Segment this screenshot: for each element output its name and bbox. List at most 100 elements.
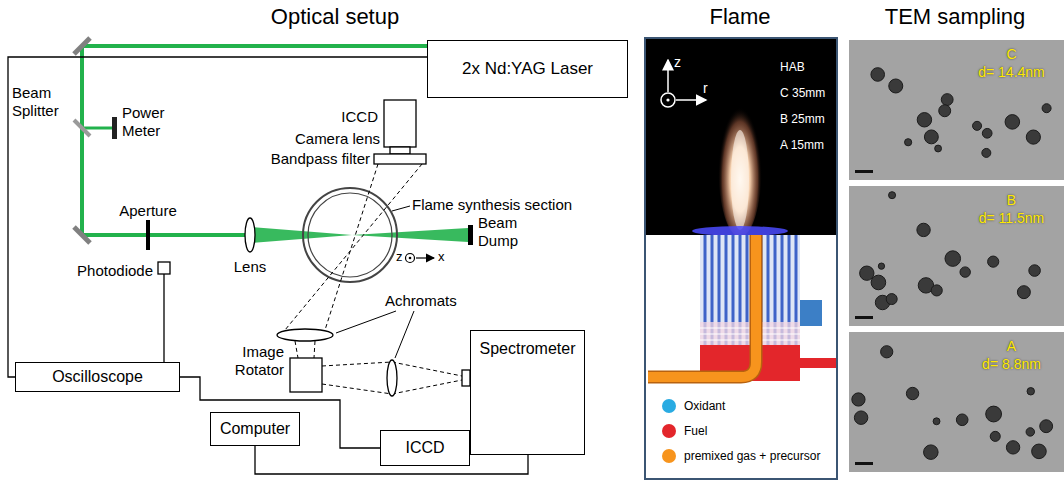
particle-size: d= 14.4nm — [967, 64, 1056, 82]
nanoparticle — [881, 346, 893, 358]
tem-micrograph — [849, 186, 1064, 326]
legend-text: Oxidant — [684, 399, 725, 413]
legend-text: Fuel — [684, 424, 707, 438]
axis-dot — [409, 257, 412, 260]
part-label: Camera lens — [280, 130, 380, 148]
nanoparticle — [1026, 130, 1040, 144]
focused-beam — [250, 227, 352, 243]
tem-image: Cd= 14.4nm — [849, 40, 1064, 180]
beam-dump-plate — [468, 225, 473, 245]
nanoparticle — [956, 414, 968, 426]
achromat-lens — [277, 329, 333, 341]
ray — [325, 164, 378, 330]
legend-swatch — [662, 399, 676, 413]
box-label: Computer — [220, 419, 290, 439]
nanoparticle — [917, 223, 930, 236]
part-label: Flame synthesis section — [412, 196, 587, 214]
synthesis-chamber — [303, 188, 397, 282]
beam-segment — [82, 44, 427, 48]
lens-symbol — [245, 218, 255, 252]
nanoparticle — [1005, 115, 1020, 130]
spectrometer-slit — [462, 370, 470, 386]
flame-core — [731, 130, 749, 230]
box-label: Spectrometer — [479, 339, 575, 359]
laser-box: 2x Nd:YAG Laser — [427, 40, 628, 98]
axis-origin — [661, 93, 675, 107]
nanoparticle — [889, 79, 903, 93]
panel-title: Flame — [690, 4, 790, 30]
scale-bar — [855, 316, 873, 319]
camera-body — [384, 100, 416, 147]
beam-segment — [80, 46, 84, 235]
particle-size: d= 8.8nm — [967, 356, 1056, 374]
part-label: Image Rotator — [212, 343, 284, 379]
beam-splitter-plate — [74, 120, 90, 136]
part-label: Photodiode — [55, 262, 153, 280]
spectrometer-box: Spectrometer — [470, 330, 585, 455]
nanoparticle — [986, 406, 1002, 422]
power-meter-head — [112, 117, 117, 139]
flame-background — [646, 39, 836, 235]
nanoparticle — [939, 105, 951, 117]
nanoparticle — [1006, 441, 1019, 454]
nanoparticle — [1026, 428, 1034, 436]
box-label: Oscilloscope — [52, 367, 143, 387]
nanoparticle — [982, 148, 991, 157]
ray — [392, 362, 462, 376]
box-label: 2x Nd:YAG Laser — [462, 58, 593, 79]
nanoparticle — [941, 94, 953, 106]
ray — [295, 341, 298, 358]
sample-letter: B — [967, 192, 1056, 210]
nanoparticle — [924, 130, 938, 144]
beam-segment — [82, 233, 250, 237]
laser-beam — [82, 46, 468, 243]
leader-line — [336, 311, 396, 333]
ray — [322, 384, 392, 394]
panel-title: Optical setup — [230, 4, 440, 30]
nanoparticle — [982, 128, 992, 138]
nanoparticle — [878, 263, 884, 269]
image-rotator — [290, 358, 322, 392]
nanoparticle — [990, 431, 1000, 441]
precursor-tube — [648, 235, 756, 377]
part-label: Beam Dump — [478, 214, 530, 250]
instrument-box: Oscilloscope — [15, 362, 180, 392]
axis-arrow — [416, 257, 434, 258]
nanoparticle — [1029, 265, 1041, 277]
nanoparticle — [906, 387, 918, 399]
nanoparticle — [931, 285, 942, 296]
part-label: Aperture — [113, 202, 183, 220]
sample-letter: A — [967, 338, 1056, 356]
nanoparticle — [860, 266, 874, 280]
particle-size: d= 11.5nm — [967, 210, 1056, 228]
axis-out-of-page — [406, 254, 415, 263]
aperture-plate — [146, 220, 150, 250]
diverging-beam — [352, 228, 468, 242]
axis-label: x — [438, 249, 450, 265]
beam-segment — [82, 127, 112, 130]
flame-glow — [718, 93, 762, 237]
legend-item: premixed gas + precursor — [662, 447, 820, 464]
legend-swatch — [662, 424, 676, 438]
part-label: Lens — [228, 258, 272, 276]
bandpass-filter — [374, 154, 426, 164]
ray — [314, 341, 315, 358]
fuel-inlet — [800, 358, 836, 368]
signal-cable — [180, 377, 380, 448]
legend-item: Oxidant — [662, 397, 725, 414]
nanoparticle — [988, 256, 999, 267]
axis-label: z — [674, 54, 686, 71]
nanoparticle — [871, 68, 885, 82]
photodiode-symbol — [158, 262, 170, 274]
nanoparticle — [973, 121, 982, 130]
computer-box: Computer — [210, 412, 300, 446]
ray — [392, 380, 462, 394]
achromat-lens — [387, 360, 397, 396]
height-label: C 35mm — [780, 86, 834, 100]
nanoparticle — [917, 113, 931, 127]
nanoparticle — [852, 393, 865, 406]
legend-swatch — [662, 449, 676, 463]
tem-micrograph — [849, 40, 1064, 180]
